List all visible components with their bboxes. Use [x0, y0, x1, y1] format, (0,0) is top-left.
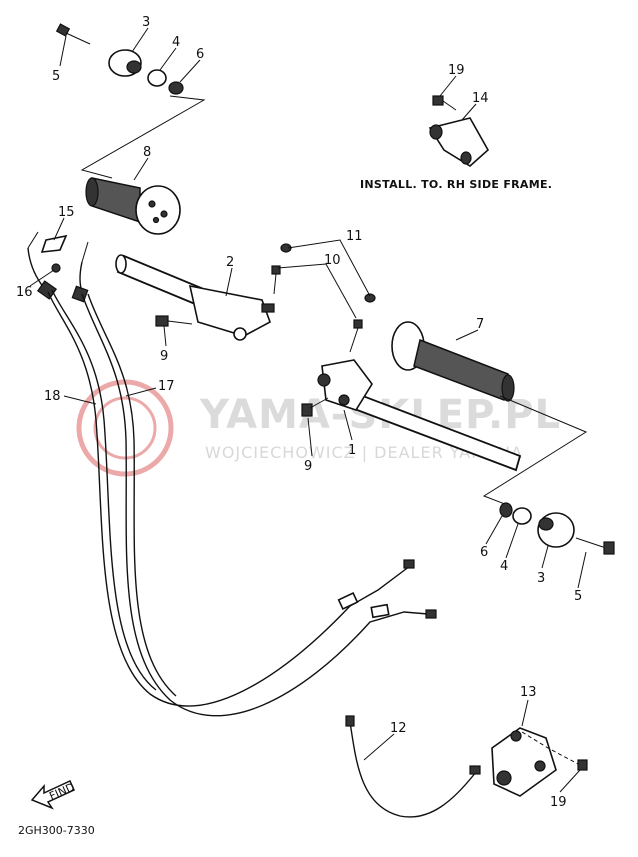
part-3-right-weight: [537, 512, 575, 548]
callout-5-top: 5: [52, 69, 60, 84]
find-arrow-icon: FIND: [30, 780, 77, 810]
part-7-throttle-grip: [391, 321, 515, 402]
callout-19-top: 19: [448, 63, 465, 78]
callout-3-right: 3: [537, 571, 545, 586]
part-14-bracket: [428, 117, 490, 167]
callout-14: 14: [472, 91, 489, 106]
part-6-right-washer: [499, 502, 513, 518]
part-11-upper-screw-right: [364, 293, 376, 303]
part-5-right-bolt: [575, 537, 615, 555]
callout-6-top: 6: [196, 47, 204, 62]
part-6-top-washer: [168, 81, 184, 95]
part-9-right-bolt: [301, 397, 329, 417]
drawing-code: 2GH300-7330: [18, 824, 95, 837]
callout-16: 16: [16, 285, 33, 300]
leader-bracket-top: [80, 95, 206, 179]
callout-8: 8: [143, 145, 151, 160]
leader-bracket-right: [482, 395, 588, 507]
callout-9-left: 9: [160, 349, 168, 364]
part-4-right-collar: [512, 507, 532, 525]
callout-9-right: 9: [304, 459, 312, 474]
install-note: INSTALL. TO. RH SIDE FRAME.: [360, 178, 552, 191]
part-13-lever-assembly: [491, 727, 557, 797]
callout-1: 1: [348, 443, 356, 458]
callout-13: 13: [520, 685, 537, 700]
callout-4-right: 4: [500, 559, 508, 574]
part-5-top-bolt: [55, 23, 91, 45]
find-arrow-label: FIND: [47, 780, 76, 803]
leader-10: [277, 263, 357, 319]
part-18-throttle-cable: [47, 289, 411, 707]
part-9-left-bolt: [155, 315, 193, 327]
callout-3-top: 3: [142, 15, 150, 30]
callout-17: 17: [158, 379, 175, 394]
part-10-screw-left: [271, 265, 281, 295]
callout-7: 7: [476, 317, 484, 332]
callout-19-bottom: 19: [550, 795, 567, 810]
part-15-clip: [40, 234, 68, 253]
part-19-lower-bolt: [577, 759, 588, 771]
part-19-upper-bolt: [432, 95, 457, 111]
leader-13-dashed: [521, 731, 579, 765]
cable-adjusters: [337, 559, 437, 619]
callout-leaders: [29, 27, 587, 793]
callout-18: 18: [44, 389, 61, 404]
callout-5-right: 5: [574, 589, 582, 604]
callout-6-right: 6: [480, 545, 488, 560]
part-4-top-collar: [147, 69, 167, 87]
callout-2: 2: [226, 255, 234, 270]
callouts: 5 3 4 6 19 14 8 15 16 2 11 10 9 7 1 9 18…: [16, 15, 582, 810]
leader-11: [287, 239, 371, 297]
part-8-left-grip: [85, 177, 181, 235]
callout-4-top: 4: [172, 35, 180, 50]
callout-10: 10: [324, 253, 341, 268]
callout-15: 15: [58, 205, 75, 220]
part-3-top-weight: [108, 49, 142, 77]
callout-11: 11: [346, 229, 363, 244]
part-10-screw-right: [349, 319, 363, 353]
part-12-cable: [345, 715, 481, 818]
callout-12: 12: [390, 721, 407, 736]
watermark-sub-text: WOJCIECHOWICZ | DEALER YAMAHA: [205, 443, 523, 462]
part-2-left-handlebar: [115, 254, 275, 341]
part-1-right-handlebar: [317, 359, 522, 472]
part-17-throttle-cable: [81, 293, 429, 717]
